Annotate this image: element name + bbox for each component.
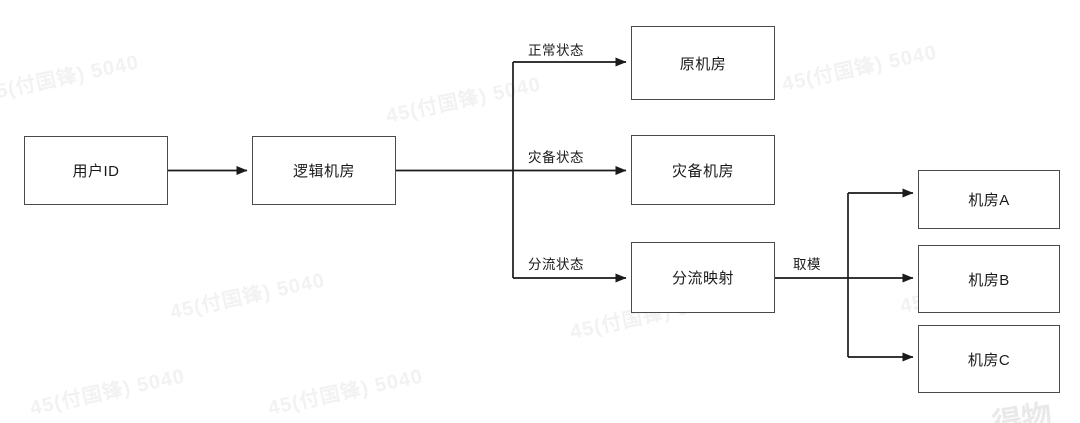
edge-label-dr-state: 灾备状态: [528, 150, 584, 165]
node-label: 用户ID: [72, 163, 120, 180]
node-label: 逻辑机房: [292, 163, 355, 180]
node-label: 机房B: [968, 271, 1010, 289]
node-dr-idc[interactable]: 灾备机房: [631, 135, 775, 205]
node-label: 灾备机房: [671, 162, 734, 180]
edge-label-normal-state: 正常状态: [528, 43, 584, 58]
node-split-mapping[interactable]: 分流映射: [631, 242, 775, 313]
edge-label-modulo: 取模: [793, 257, 821, 272]
node-label: 分流映射: [671, 270, 734, 287]
node-label: 原机房: [679, 55, 727, 73]
edge-label-split-state: 分流状态: [528, 257, 584, 272]
node-label: 机房C: [967, 351, 1011, 369]
node-idc-b[interactable]: 机房B: [918, 245, 1060, 313]
node-origin-idc[interactable]: 原机房: [631, 26, 775, 100]
node-label: 机房A: [968, 192, 1010, 209]
node-user-id[interactable]: 用户ID: [24, 136, 168, 205]
node-idc-c[interactable]: 机房C: [918, 325, 1060, 393]
node-logic-idc[interactable]: 逻辑机房: [252, 136, 396, 205]
node-idc-a[interactable]: 机房A: [918, 170, 1060, 229]
